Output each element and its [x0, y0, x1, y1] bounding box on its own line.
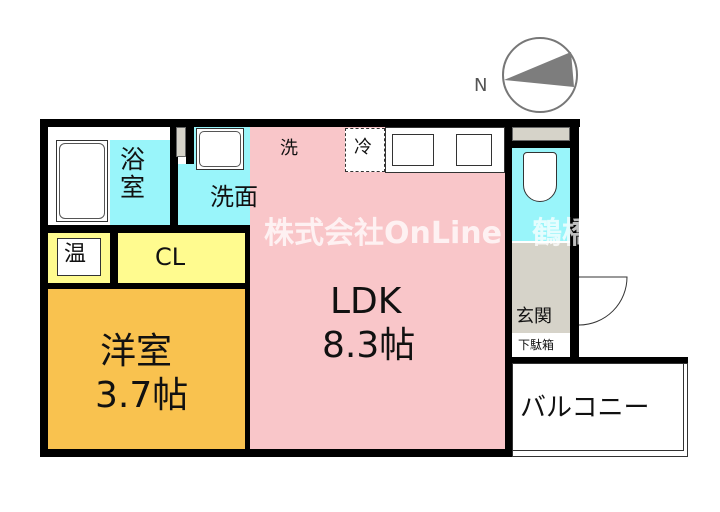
balcony-label: バルコニー: [520, 393, 650, 423]
ldk-room: [250, 127, 505, 449]
fridge-label: 冷: [354, 137, 372, 158]
shoe-box-label: 下駄箱: [518, 338, 555, 352]
entrance-label: 玄関: [516, 306, 552, 327]
wall: [505, 119, 512, 457]
western-room-size: 3.7帖: [95, 375, 189, 416]
compass-north-label: N: [474, 75, 488, 96]
balcony: [512, 363, 688, 457]
toilet-icon: [523, 152, 557, 202]
wall: [40, 449, 515, 457]
washroom-label: 洗面: [210, 183, 258, 211]
water-heater-label: 温: [64, 242, 87, 267]
kitchen-sink-icon: [392, 134, 434, 166]
bath-room: [110, 140, 170, 225]
pipe-shaft: [512, 127, 570, 141]
bathtub-icon: [59, 143, 105, 219]
shoe-box: [512, 335, 570, 355]
pipe-shaft: [176, 127, 186, 157]
western-room-label: 洋室: [100, 331, 173, 372]
compass-icon: [502, 37, 578, 113]
bath-label: 浴 室: [120, 145, 146, 202]
closet: [118, 233, 245, 283]
western-room: [48, 289, 245, 449]
stove-icon: [456, 134, 492, 166]
fridge-space: [345, 128, 385, 172]
sink-icon: [199, 131, 241, 167]
wall: [40, 119, 580, 127]
closet-label: CL: [155, 243, 186, 271]
ldk-size: 8.3帖: [322, 325, 416, 366]
watermark: 株式会社OnLine 鶴橋店: [264, 216, 622, 251]
front-door-icon[interactable]: [579, 275, 639, 335]
wall: [570, 119, 579, 363]
entrance: [512, 243, 570, 333]
ldk-label: LDK: [330, 281, 402, 322]
washer-label: 洗: [280, 138, 298, 159]
